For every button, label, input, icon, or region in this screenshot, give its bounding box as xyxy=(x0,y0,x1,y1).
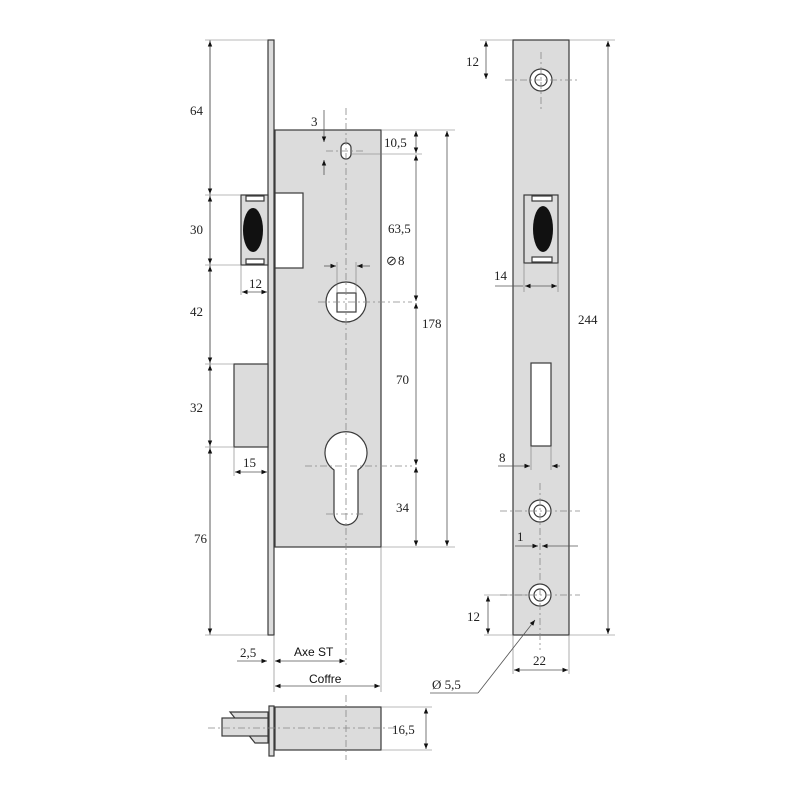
faceplate-front xyxy=(512,39,570,636)
dim-case-height: 178 xyxy=(422,316,442,331)
dim-faceplate-height: 244 xyxy=(578,312,598,327)
dim-bolt-projection: 15 xyxy=(243,455,256,470)
label-coffre: Coffre xyxy=(309,672,342,686)
dim-faceplate-width: 22 xyxy=(533,653,546,668)
dim-slot-offset: 3 xyxy=(311,114,318,129)
latch-oval-icon xyxy=(243,208,263,252)
faceplate-bottom xyxy=(268,705,275,757)
dim-screw-diameter: Ø 5,5 xyxy=(432,677,461,692)
dim-latch-to-bolt: 42 xyxy=(190,304,203,319)
latch-pocket xyxy=(274,192,304,269)
dim-slot-to-follower: 63,5 xyxy=(388,221,411,236)
dim-faceplate-thickness: 2,5 xyxy=(240,645,256,660)
bolt-slot xyxy=(530,362,552,447)
dim-screw-offset: 1 xyxy=(517,529,524,544)
dim-follower-square: 8 xyxy=(398,253,405,268)
dim-bolt-height: 32 xyxy=(190,400,203,415)
dim-latch-height: 30 xyxy=(190,222,203,237)
dim-bolt-to-bottom: 76 xyxy=(194,531,208,546)
dim-top-to-slot: 10,5 xyxy=(384,135,407,150)
dim-top-screw-offset: 12 xyxy=(466,54,479,69)
latch-front-oval-icon xyxy=(533,206,553,252)
dim-top-to-latch: 64 xyxy=(190,103,204,118)
follower-square-symbol: ⊘ xyxy=(386,253,397,268)
front-view: 12 14 244 8 1 12 22 Ø 5,5 xyxy=(430,39,615,694)
dim-case-thickness: 16,5 xyxy=(392,722,415,737)
dim-cylinder-to-bottom: 34 xyxy=(396,500,410,515)
dim-bolt-width: 8 xyxy=(499,450,506,465)
dim-latch-projection: 12 xyxy=(249,276,262,291)
faceplate-side xyxy=(267,39,275,636)
follower-square xyxy=(336,292,357,313)
side-view: 64 30 42 32 76 12 15 3 10,5 63,5 70 34 1… xyxy=(190,39,455,692)
case-bottom xyxy=(274,706,382,751)
latch-notch-top xyxy=(245,195,265,202)
dim-follower-to-cylinder: 70 xyxy=(396,372,409,387)
latch-notch-bottom xyxy=(245,258,265,265)
dim-bottom-screw-offset: 12 xyxy=(467,609,480,624)
bottom-view: 16,5 xyxy=(208,695,432,760)
latch-stem xyxy=(221,717,269,737)
dim-latch-width: 14 xyxy=(494,268,508,283)
latch-front-notch-bottom xyxy=(531,256,553,263)
latch-front-notch-top xyxy=(531,195,553,202)
label-axe-st: Axe ST xyxy=(294,645,334,659)
deadbolt xyxy=(233,363,269,448)
